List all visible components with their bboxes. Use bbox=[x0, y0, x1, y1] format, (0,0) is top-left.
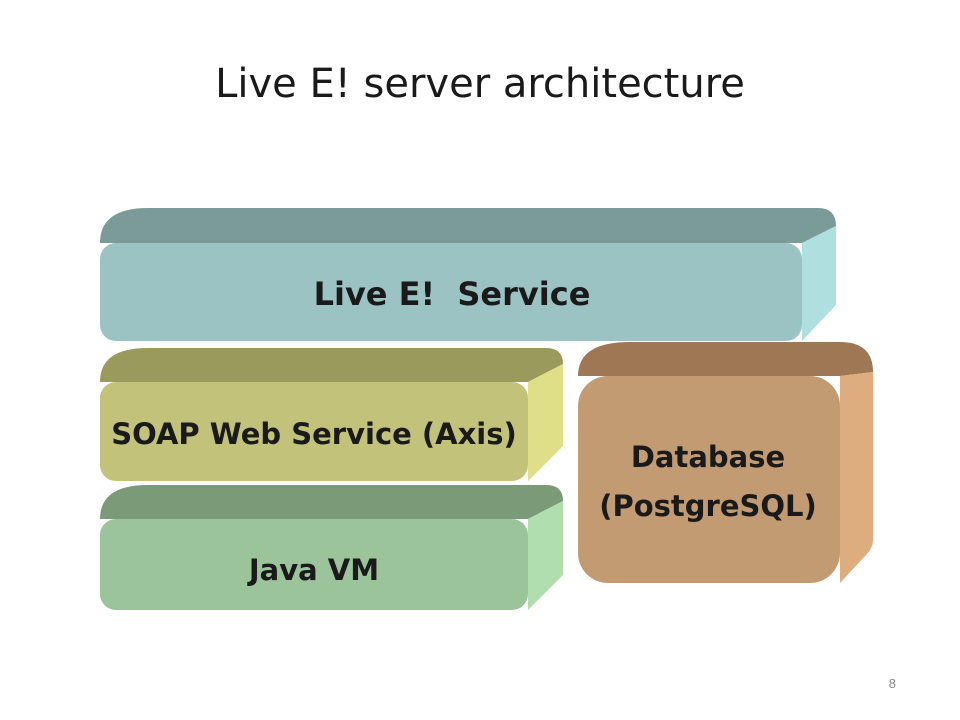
database-block: Database (PostgreSQL) bbox=[578, 342, 873, 583]
page-number: 8 bbox=[888, 676, 896, 691]
service-block-front bbox=[100, 243, 802, 341]
soap-block-label: SOAP Web Service (Axis) bbox=[111, 417, 517, 451]
service-block-side bbox=[802, 226, 836, 341]
soap-block-side bbox=[528, 364, 563, 481]
database-block-side bbox=[840, 372, 873, 583]
soap-block-front bbox=[100, 382, 528, 481]
java-block-side bbox=[528, 501, 563, 610]
service-block-top bbox=[100, 208, 836, 243]
database-block-label-line1: Database bbox=[631, 440, 785, 474]
java-block-label: Java VM bbox=[247, 553, 379, 587]
slide-title: Live E! server architecture bbox=[215, 61, 745, 107]
java-block: Java VM bbox=[100, 485, 563, 610]
soap-block-top bbox=[100, 348, 563, 382]
soap-block: SOAP Web Service (Axis) bbox=[100, 348, 563, 481]
service-block: Live E! Service bbox=[100, 208, 836, 341]
service-block-label: Live E! Service bbox=[314, 275, 591, 313]
database-block-top bbox=[578, 342, 873, 376]
java-block-front bbox=[100, 519, 528, 610]
database-block-label-line2: (PostgreSQL) bbox=[599, 489, 817, 523]
java-block-top bbox=[100, 485, 563, 519]
database-block-front bbox=[578, 376, 840, 583]
